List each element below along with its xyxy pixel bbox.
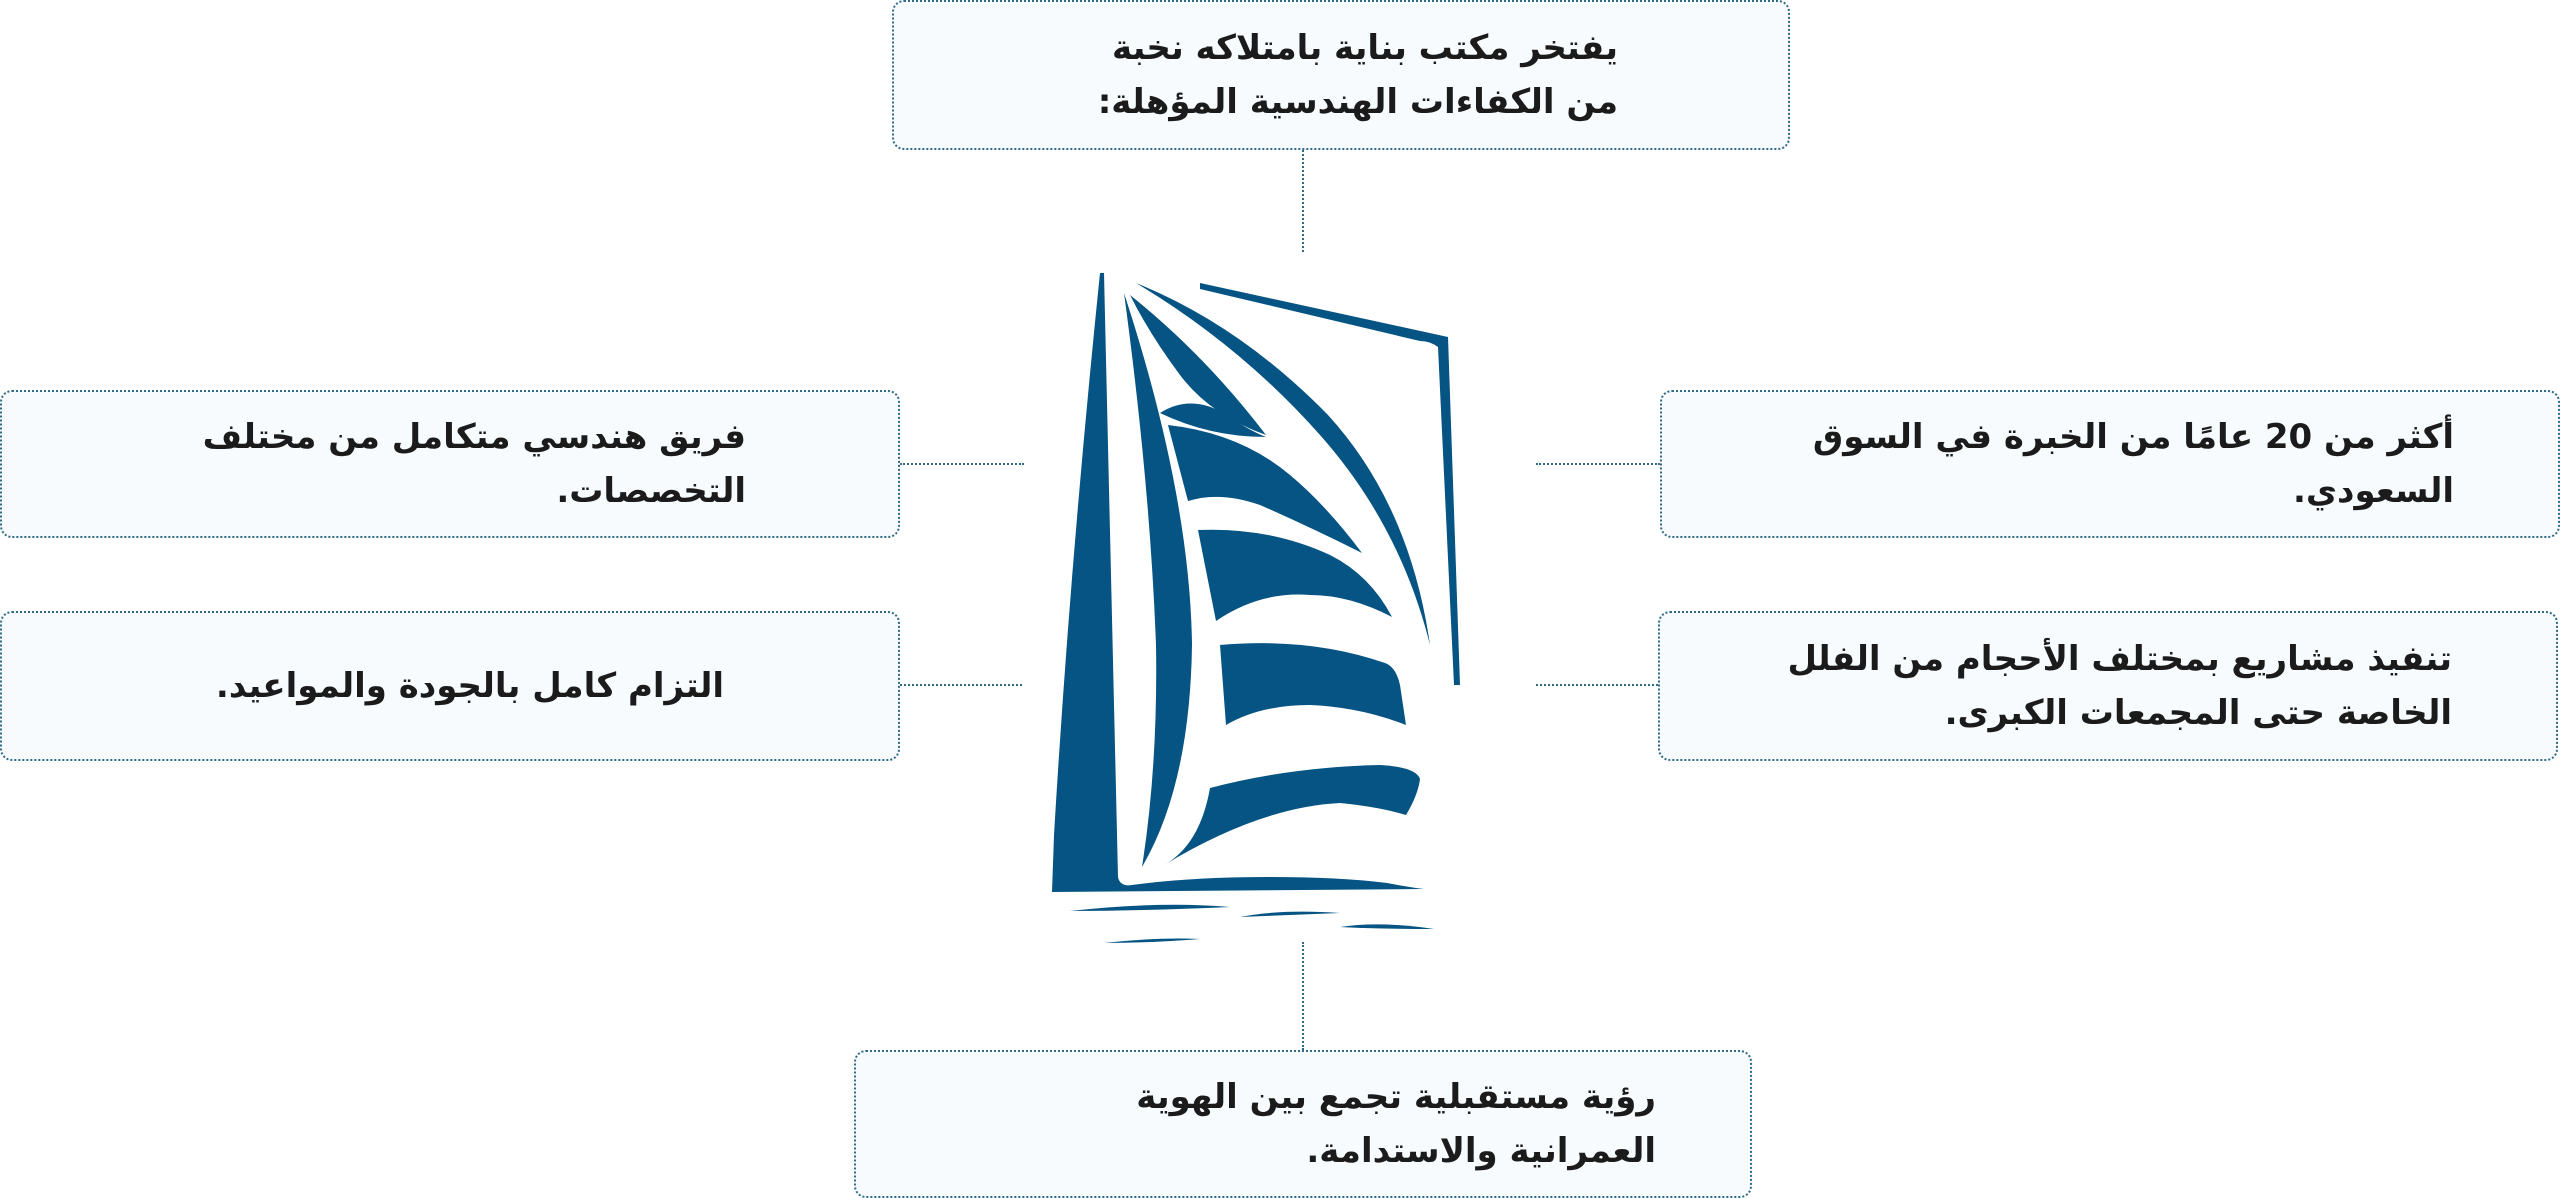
right-top-box: أكثر من 20 عامًا من الخبرة في السوق السع…: [1660, 390, 2560, 538]
connector-top: [1302, 150, 1304, 252]
slat-4-shape: [1198, 529, 1392, 621]
right-bottom-box: تنفيذ مشاريع بمختلف الأحجام من الفلل الخ…: [1658, 611, 2558, 761]
slat-1-shape: [1130, 295, 1266, 435]
left-bottom-box-text: التزام كامل بالجودة والمواعيد.: [215, 666, 724, 706]
slat-6-shape: [1164, 765, 1420, 865]
top-box-text: يفتخر مكتب بناية بامتلاكه نخبة من الكفاء…: [1097, 28, 1618, 122]
bottom-box-text: رؤية مستقبلية تجمع بين الهوية العمرانية …: [1136, 1077, 1656, 1171]
mast-shape: [1052, 273, 1424, 892]
right-top-box-text: أكثر من 20 عامًا من الخبرة في السوق السع…: [1812, 417, 2454, 511]
bottom-box: رؤية مستقبلية تجمع بين الهوية العمرانية …: [854, 1050, 1752, 1198]
reflection-1-shape: [1070, 904, 1230, 911]
right-bottom-box-text: تنفيذ مشاريع بمختلف الأحجام من الفلل الخ…: [1787, 639, 2452, 733]
connector-right-top: [1536, 463, 1660, 465]
left-curve-shape: [1124, 293, 1192, 867]
reflection-2-shape: [1240, 911, 1340, 917]
sailboat-logo-icon: [1052, 273, 1460, 943]
top-box: يفتخر مكتب بناية بامتلاكه نخبة من الكفاء…: [892, 0, 1790, 150]
slat-5-shape: [1220, 643, 1406, 725]
slat-3-shape: [1168, 425, 1362, 553]
connector-bottom: [1302, 942, 1304, 1050]
left-top-box-text: فريق هندسي متكامل من مختلف التخصصات.: [202, 417, 746, 511]
slat-2-shape: [1160, 403, 1266, 437]
connector-left-bottom: [900, 684, 1022, 686]
reflection-3-shape: [1340, 924, 1434, 929]
left-top-box: فريق هندسي متكامل من مختلف التخصصات.: [0, 390, 900, 538]
left-bottom-box: التزام كامل بالجودة والمواعيد.: [0, 611, 900, 761]
connector-left-top: [900, 463, 1024, 465]
connector-right-bottom: [1536, 684, 1658, 686]
reflection-4-shape: [1104, 938, 1200, 943]
